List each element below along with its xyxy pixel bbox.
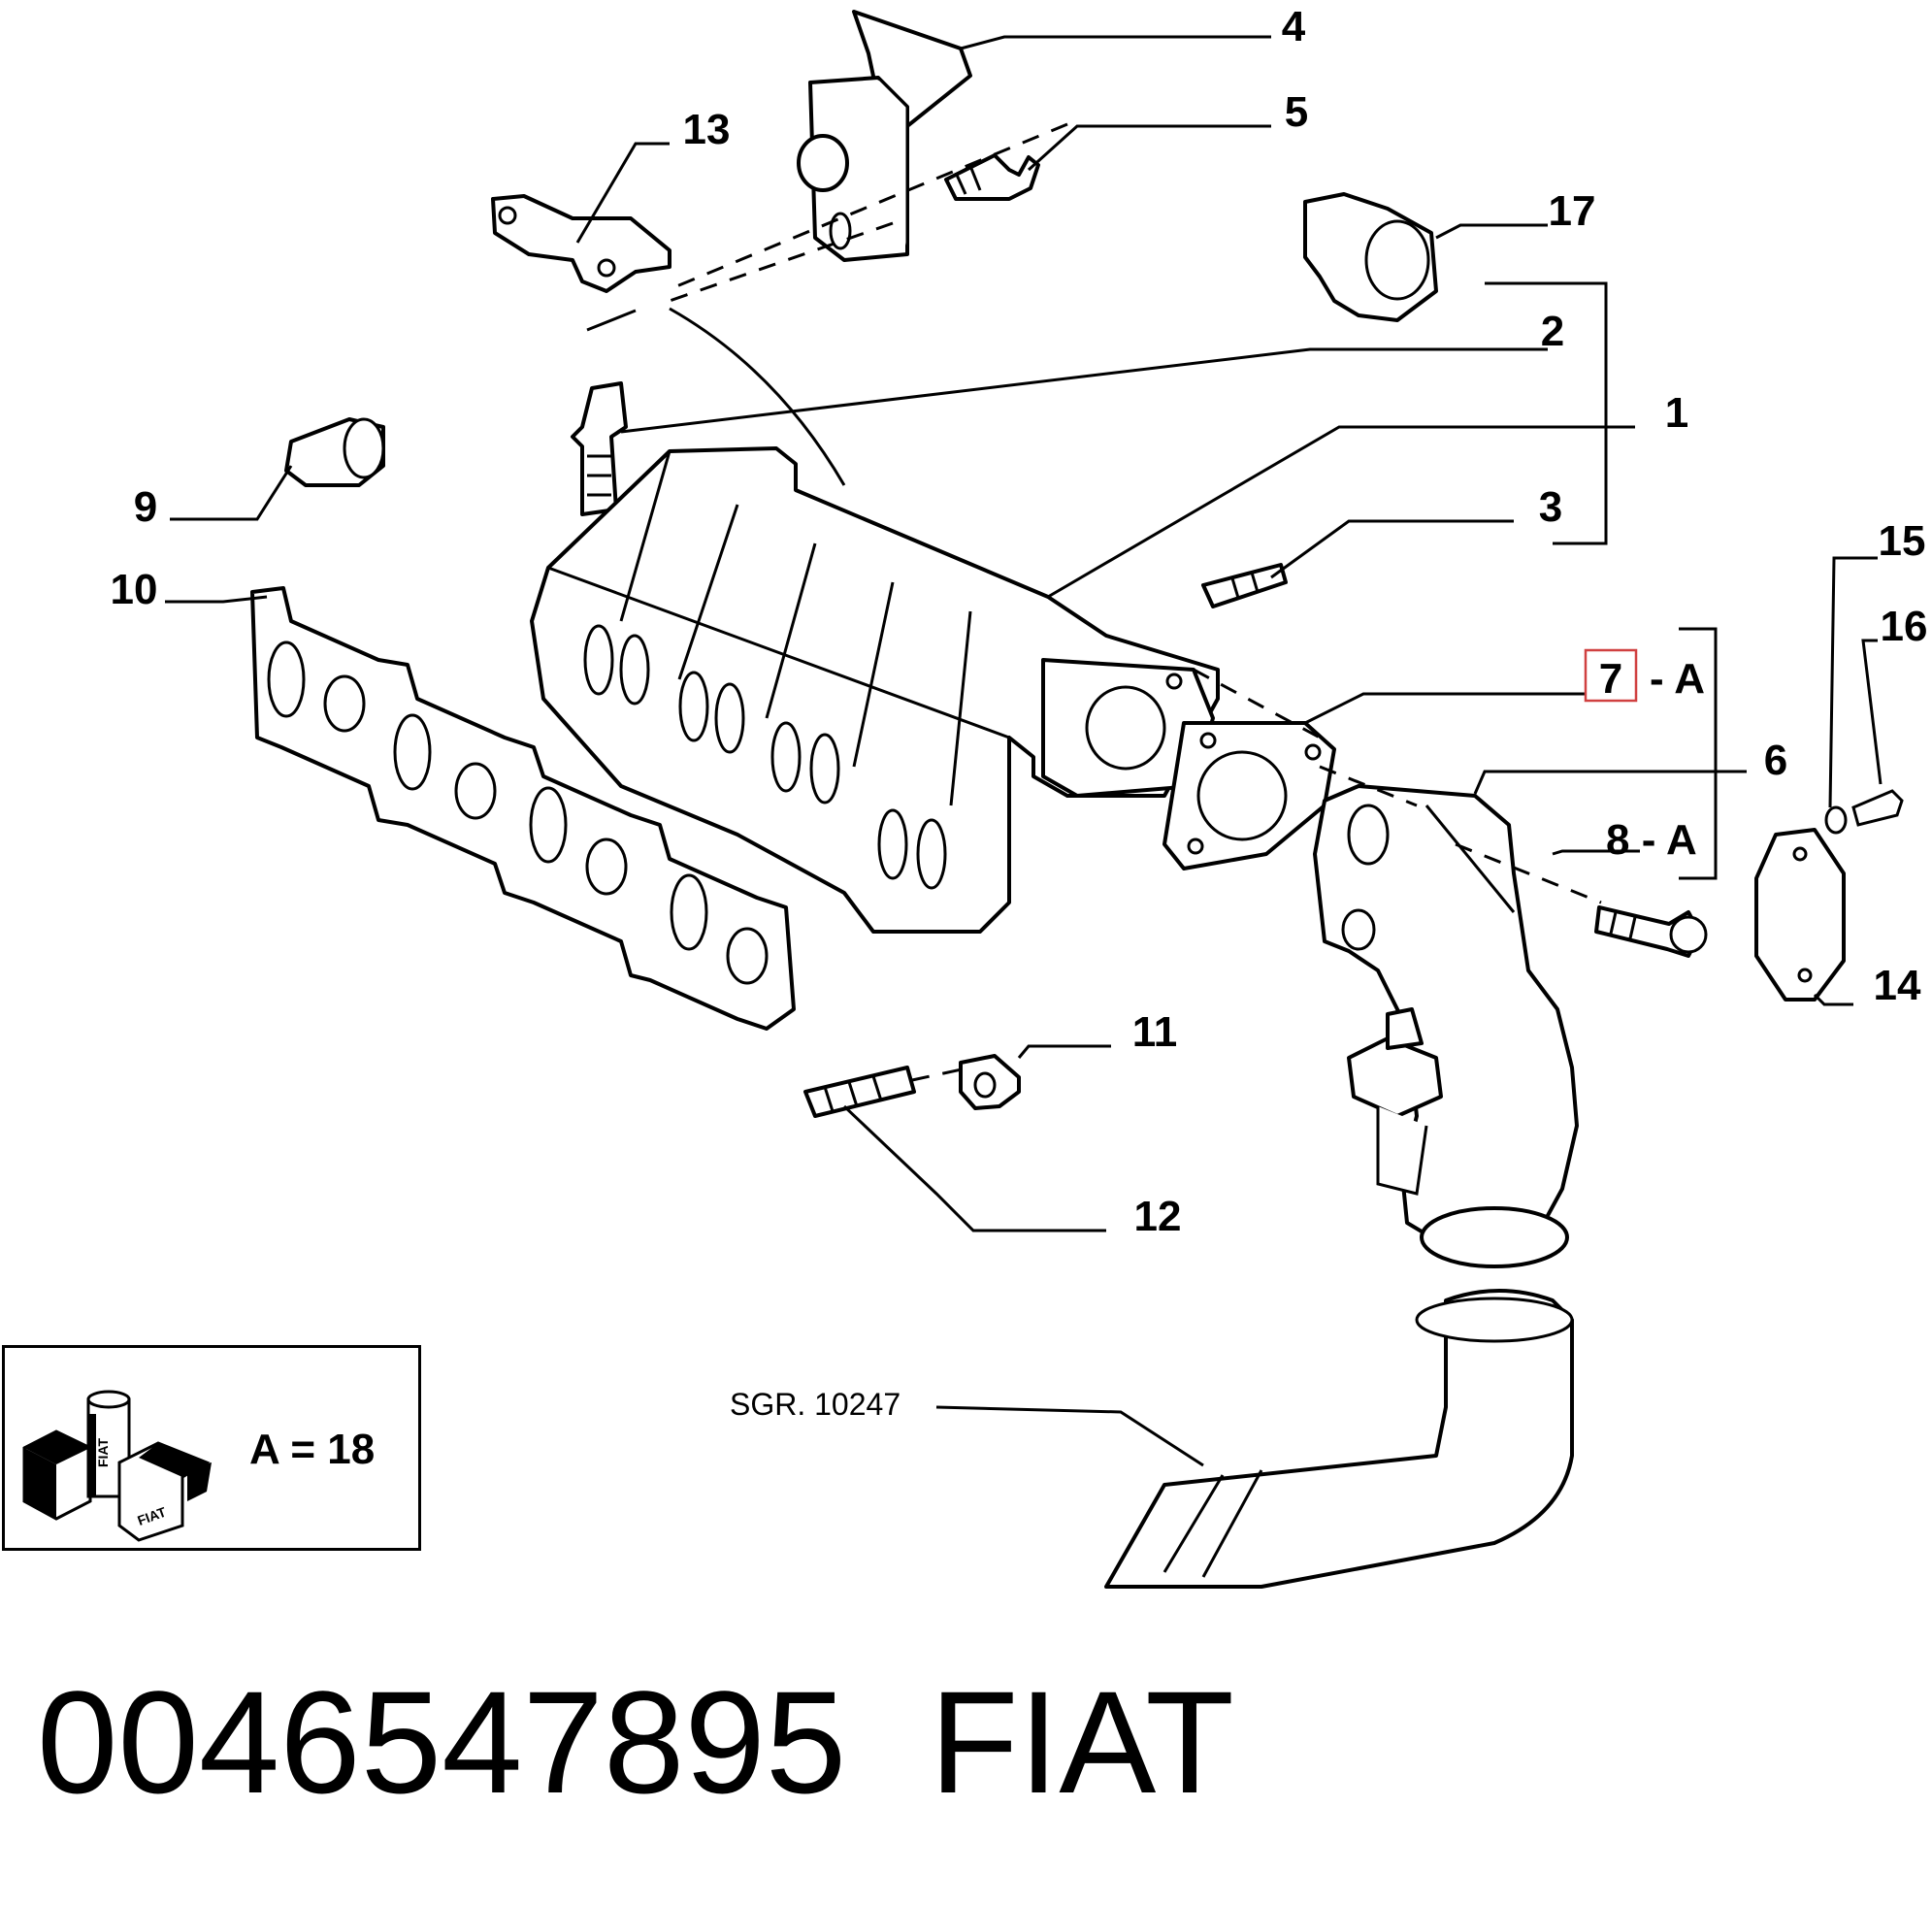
callout-13[interactable]: 13 — [683, 106, 731, 153]
callout-10[interactable]: 10 — [111, 566, 158, 613]
callout-5[interactable]: 5 — [1285, 88, 1308, 136]
construction-lines — [586, 122, 1602, 1082]
part-9-plug — [284, 417, 385, 487]
part-16-screw — [1851, 789, 1904, 827]
part-3-stud — [1201, 563, 1288, 608]
part-10-manifold-gasket — [250, 586, 796, 1031]
part-14-blanking-plate — [1754, 828, 1846, 1002]
part-6-egr-pipe — [1313, 784, 1579, 1268]
brand-name: FIAT — [930, 1660, 1234, 1823]
part-8-bolt — [1594, 905, 1708, 958]
leader-lines — [165, 35, 1883, 1467]
callout-2[interactable]: 2 — [1541, 308, 1564, 355]
callout-15[interactable]: 15 — [1879, 517, 1926, 565]
callout-7-highlight — [1584, 648, 1638, 703]
part-11-nut — [959, 1054, 1021, 1110]
legend-box: FIAT FIAT A = 18 — [2, 1345, 421, 1551]
part-17-throttle-body — [1303, 192, 1438, 322]
part-number: 0046547895 — [37, 1660, 847, 1823]
reference-label: SGR. 10247 — [730, 1387, 901, 1422]
callout-1[interactable]: 1 — [1665, 389, 1688, 437]
svg-text:FIAT: FIAT — [95, 1438, 111, 1468]
part-4-pressure-sensor — [797, 10, 972, 262]
callout-17[interactable]: 17 — [1549, 187, 1596, 235]
part-7-flange-gasket — [1162, 721, 1336, 870]
part-12-stud — [803, 1066, 916, 1118]
callout-7[interactable]: 7 — [1599, 655, 1622, 703]
callout-9[interactable]: 9 — [134, 483, 157, 531]
callout-6[interactable]: 6 — [1764, 737, 1787, 784]
legend-text: A = 18 — [249, 1426, 376, 1473]
callout-12[interactable]: 12 — [1134, 1193, 1182, 1240]
hose-assembly — [1104, 1289, 1574, 1589]
callout-14[interactable]: 14 — [1874, 962, 1921, 1009]
callout-8[interactable]: 8 - A — [1606, 816, 1697, 864]
part-13-bracket — [491, 194, 671, 293]
callout-11[interactable]: 11 — [1132, 1008, 1178, 1056]
callout-7-suffix: - A — [1650, 655, 1705, 703]
part-15-washer — [1824, 805, 1848, 835]
callout-3[interactable]: 3 — [1539, 483, 1562, 531]
fiat-sealant-kit-icon: FIAT FIAT — [22, 1390, 212, 1542]
callout-16[interactable]: 16 — [1881, 603, 1928, 650]
part-5-bolt — [944, 153, 1040, 201]
part-2-stud — [571, 381, 628, 516]
callout-4[interactable]: 4 — [1282, 3, 1306, 50]
